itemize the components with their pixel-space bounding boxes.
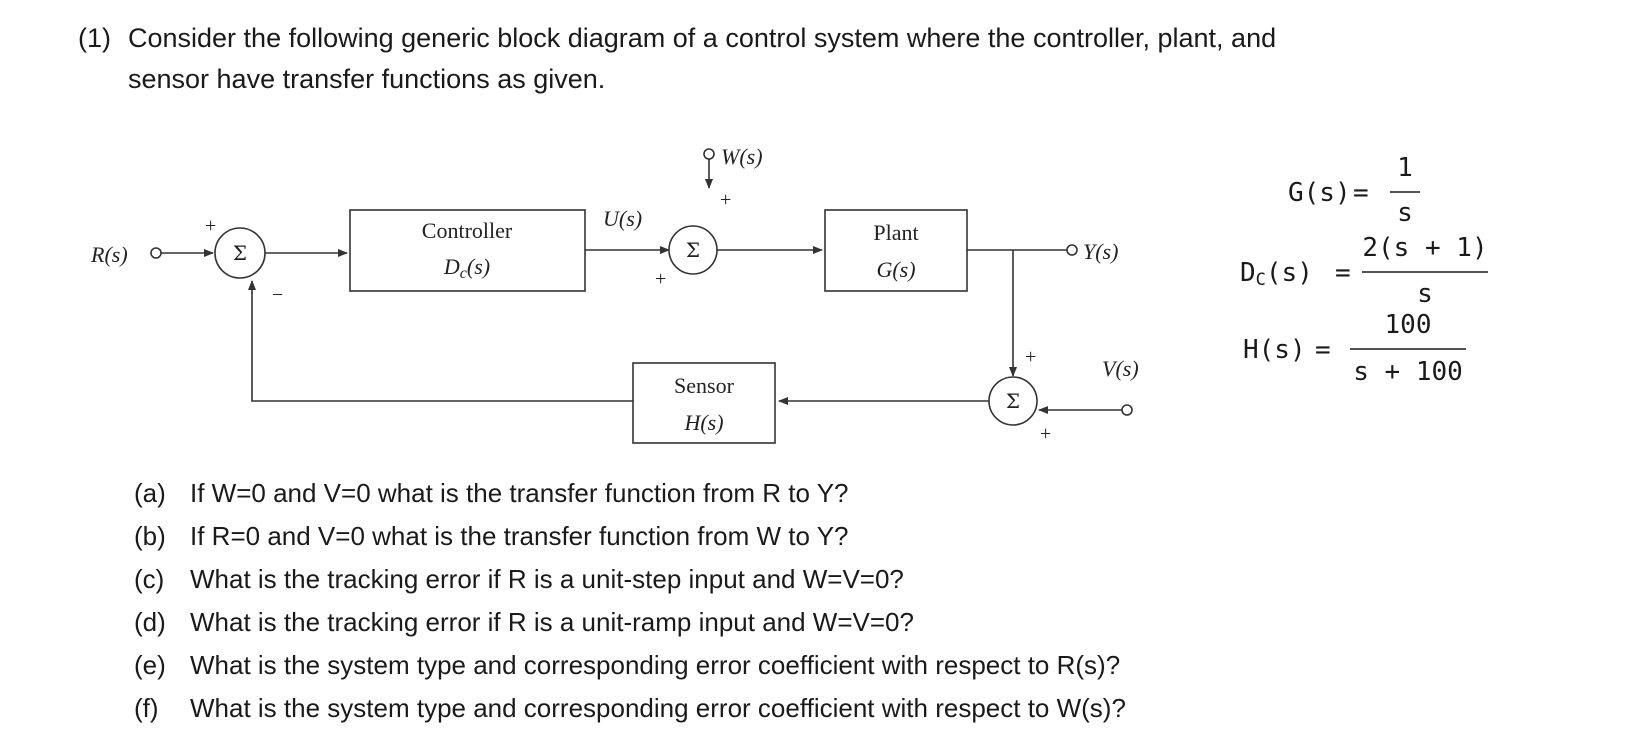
question-text: What is the tracking error if R is a uni…: [190, 607, 914, 637]
sum1-plus-sign: +: [205, 215, 216, 237]
problem-line-2: sensor have transfer functions as given.: [128, 64, 606, 94]
problem-number: (1): [78, 23, 111, 53]
question-c: (c) What is the tracking error if R is a…: [134, 564, 1284, 596]
g-equation-equals: =: [1353, 178, 1369, 208]
sum3-top-plus-sign: +: [1025, 346, 1036, 368]
question-letter: (f): [134, 693, 159, 723]
h-equation-equals: =: [1315, 335, 1331, 365]
h-equation-numerator: 100: [1385, 310, 1432, 340]
g-equation-denominator: s: [1397, 198, 1413, 228]
control-label: U(s): [603, 206, 642, 231]
input-terminal: [150, 247, 162, 259]
h-equation-denominator: s + 100: [1353, 357, 1463, 387]
h-equation-lhs: H(s): [1243, 335, 1306, 365]
controller-tf: Dc(s): [443, 254, 490, 282]
question-letter: (c): [134, 564, 165, 594]
dc-equation-equals: =: [1335, 258, 1351, 288]
sum3-symbol: Σ: [1006, 389, 1020, 413]
output-terminal: [1066, 244, 1078, 256]
sum1-symbol: Σ: [233, 241, 247, 265]
sensor-title: Sensor: [674, 373, 735, 398]
question-e: (e) What is the system type and correspo…: [134, 650, 1384, 682]
dc-equation-lhs: DC(s): [1240, 258, 1313, 290]
problem-statement: (1) Consider the following generic block…: [78, 22, 1528, 94]
sum1-minus-sign: −: [272, 284, 283, 306]
sum2-left-plus-sign: +: [655, 268, 666, 290]
question-letter: (a): [134, 478, 166, 508]
question-text: What is the tracking error if R is a uni…: [190, 564, 904, 594]
question-letter: (d): [134, 607, 166, 637]
sum2-symbol: Σ: [686, 238, 700, 262]
dc-equation-denominator: s: [1417, 279, 1433, 309]
sum2-top-plus-sign: +: [720, 189, 731, 211]
plant-tf: G(s): [876, 257, 915, 282]
feedback-line: [248, 280, 633, 402]
question-b: (b) If R=0 and V=0 what is the transfer …: [134, 521, 1284, 553]
sum3-bottom-plus-sign: +: [1040, 423, 1051, 445]
output-label: Y(s): [1083, 239, 1118, 264]
input-label: R(s): [90, 242, 128, 267]
noise-terminal: [1121, 404, 1133, 416]
question-text: If R=0 and V=0 what is the transfer func…: [190, 521, 849, 551]
question-text: What is the system type and correspondin…: [190, 693, 1126, 723]
question-d: (d) What is the tracking error if R is a…: [134, 607, 1284, 639]
question-a: (a) If W=0 and V=0 what is the transfer …: [134, 478, 1284, 510]
question-text: If W=0 and V=0 what is the transfer func…: [190, 478, 849, 508]
plant-title: Plant: [873, 220, 918, 245]
disturbance-terminal: [703, 148, 715, 160]
noise-label: V(s): [1102, 356, 1139, 381]
sensor-block: [632, 362, 776, 444]
block-diagram: Σ Σ Σ + − + + + + R(s) W(s) U(s) Y(s) V(…: [90, 144, 1488, 445]
plant-block: [824, 209, 968, 292]
problem-line-1: Consider the following generic block dia…: [128, 23, 1277, 53]
controller-title: Controller: [422, 218, 513, 243]
question-letter: (b): [134, 521, 166, 551]
g-equation-numerator: 1: [1397, 153, 1413, 183]
question-letter: (e): [134, 650, 166, 680]
disturbance-label: W(s): [721, 144, 763, 169]
question-text: What is the system type and correspondin…: [190, 650, 1121, 680]
g-equation-lhs: G(s): [1288, 178, 1351, 208]
dc-equation-numerator: 2(s + 1): [1362, 233, 1487, 263]
question-f: (f) What is the system type and correspo…: [134, 693, 1384, 725]
sensor-tf: H(s): [683, 410, 723, 435]
